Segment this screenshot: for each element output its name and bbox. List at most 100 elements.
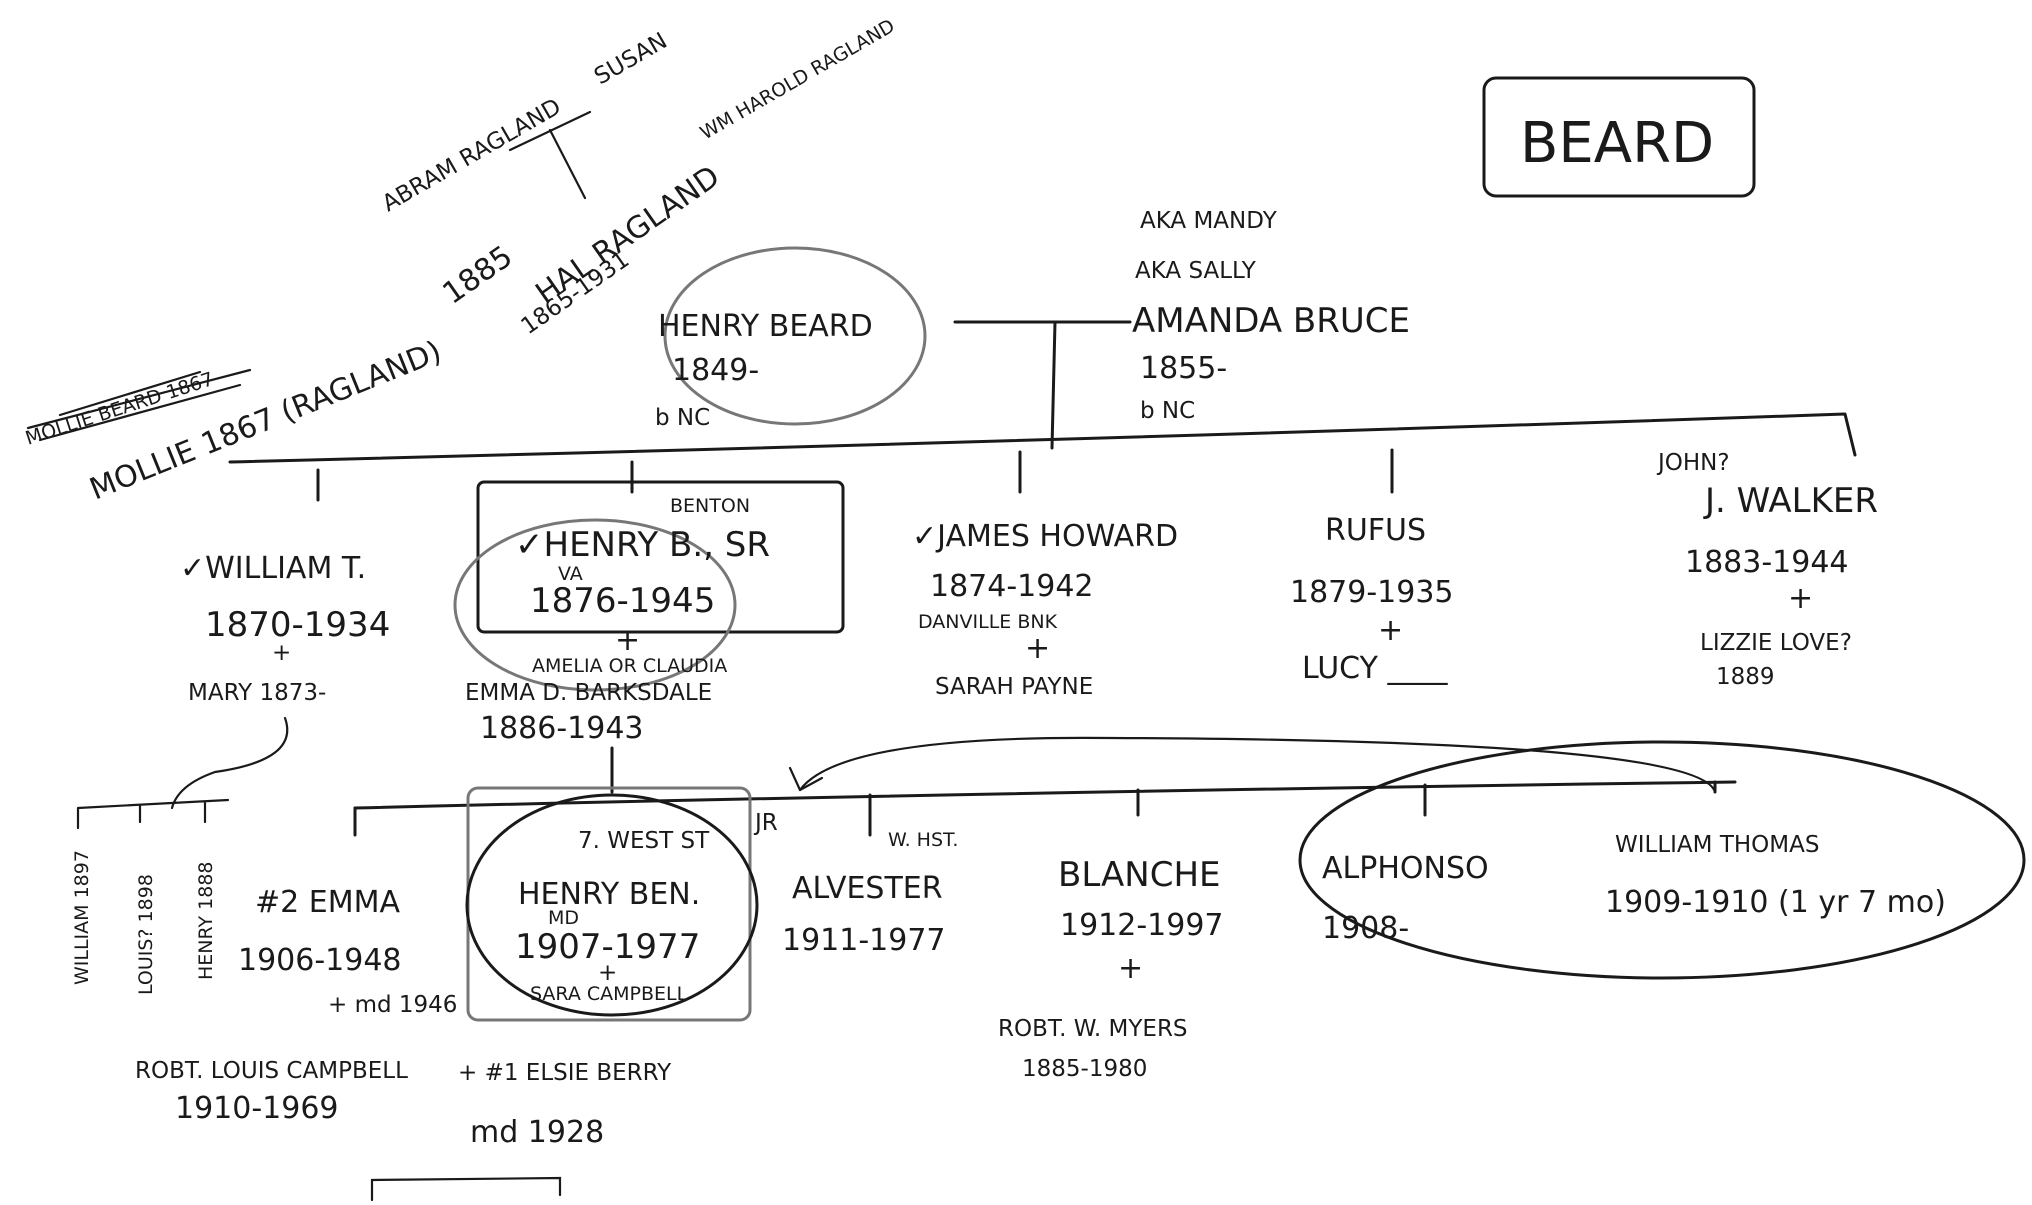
amanda-bruce-name: AMANDA BRUCE (1132, 301, 1410, 341)
amanda-bruce-birthplace: b NC (1140, 398, 1195, 424)
henry-b-sr-spouse-dates: 1886-1943 (480, 711, 644, 746)
ragland-parents-connector (508, 110, 592, 200)
rufus-name: RUFUS (1325, 513, 1426, 548)
alvester-dates: 1911-1977 (782, 923, 946, 958)
henry-ben-jr-spouse-plus: + (598, 960, 617, 986)
child-rufus: RUFUS 1879-1935 + LUCY ____ (1290, 513, 1454, 686)
henry-ben-jr-note: 7. WEST ST (578, 828, 710, 854)
henry-b-sr-spouse-plus: + (615, 623, 640, 658)
j-walker-dates: 1883-1944 (1685, 545, 1849, 580)
grandchildren-sibling-line (353, 780, 1737, 810)
grandchild-henry-ben-jr: 7. WEST ST JR HENRY BEN. MD 1907-1977 + … (370, 786, 778, 1202)
rufus-spouse-plus: + (1378, 613, 1403, 648)
child-james-howard: ✓JAMES HOWARD 1874-1942 DANVILLE BNK + S… (912, 519, 1178, 700)
henry-b-sr-spouse: EMMA D. BARKSDALE (465, 680, 712, 706)
child-william-t: ✓WILLIAM T. 1870-1934 + MARY 1873- (170, 551, 390, 810)
william-t-spouse-plus: + (272, 640, 291, 666)
amanda-aka-sally: AKA SALLY (1135, 258, 1257, 284)
child-j-walker: JOHN? J. WALKER 1883-1944 + LIZZIE LOVE?… (1656, 450, 1878, 690)
james-howard-name-check: ✓JAMES HOWARD (912, 519, 1178, 554)
surname-title-box: BEARD (1482, 76, 1756, 198)
alvester-note: W. HST. (888, 829, 958, 851)
william-t-dates: 1870-1934 (205, 605, 390, 645)
children-sibling-line (228, 412, 1857, 464)
j-walker-name: J. WALKER (1703, 481, 1878, 521)
emma-spouse-dates: 1910-1969 (175, 1091, 339, 1126)
grandchild-alvester: W. HST. ALVESTER 1911-1977 (782, 829, 958, 958)
louis-1898: LOUIS? 1898 (135, 874, 157, 995)
henry-ben-jr-descendant-line (370, 1176, 562, 1202)
mollie-ragland: MOLLIE 1867 (RAGLAND) (85, 334, 447, 507)
james-howard-note: DANVILLE BNK (918, 611, 1058, 633)
blanche-spouse-plus: + (1118, 951, 1143, 986)
william-t-children-line (76, 798, 230, 830)
william-thomas-dates: 1909-1910 (1 yr 7 mo) (1605, 885, 1946, 920)
alphonso-dates: 1908- (1322, 911, 1409, 946)
blanche-spouse-dates: 1885-1980 (1022, 1056, 1147, 1082)
grandchild-emma: #2 EMMA 1906-1948 + md 1946 ROBT. LOUIS … (135, 885, 457, 1126)
surname-title: BEARD (1520, 111, 1714, 176)
j-walker-spouse-dates: 1889 (1716, 664, 1775, 690)
henry-ben-jr-married: md 1928 (470, 1115, 604, 1150)
william-t-descendant-connector (170, 716, 289, 810)
ragland-marriage-year: 1885 (437, 239, 520, 311)
henry-b-sr-spouse-note: AMELIA OR CLAUDIA (532, 655, 727, 677)
amanda-bruce-dates: 1855- (1140, 351, 1227, 386)
henry-ben-jr-circle (465, 793, 759, 1017)
grandchildren-drop-lines (353, 780, 1717, 837)
ragland-branch: ABRAM RAGLAND SUSAN WM HAROLD RAGLAND HA… (23, 15, 899, 507)
henry-ben-jr-suffix: JR (753, 810, 778, 836)
alphonso-name: ALPHONSO (1322, 851, 1489, 886)
children-drop-lines (316, 448, 1394, 502)
henry-b-sr-circle (453, 518, 737, 692)
emma-marriage: + md 1946 (328, 992, 457, 1018)
alphonso-william-circle (1298, 740, 2026, 980)
emma-spouse: ROBT. LOUIS CAMPBELL (135, 1058, 408, 1084)
j-walker-note: JOHN? (1656, 450, 1730, 476)
henry-beard-name: HENRY BEARD (658, 309, 873, 344)
blanche-name: BLANCHE (1058, 855, 1221, 895)
henry-beard-birthplace: b NC (655, 405, 710, 431)
alvester-name: ALVESTER (792, 871, 943, 906)
henry-ben-jr-first-spouse: + #1 ELSIE BERRY (458, 1060, 672, 1086)
amanda-aka-mandy: AKA MANDY (1140, 208, 1278, 234)
susan: SUSAN (590, 28, 672, 90)
henry-b-sr-birthplace: VA (558, 563, 583, 585)
grandchild-blanche: BLANCHE 1912-1997 + ROBT. W. MYERS 1885-… (998, 855, 1224, 1082)
parent-henry-beard: HENRY BEARD 1849- b NC (655, 246, 927, 431)
james-howard-spouse: SARAH PAYNE (935, 674, 1093, 700)
william-t-children: WILLIAM 1897 LOUIS? 1898 HENRY 1888 (71, 798, 230, 995)
parent-amanda-bruce: AKA MANDY AKA SALLY AMANDA BRUCE 1855- b… (1132, 208, 1410, 424)
blanche-spouse: ROBT. W. MYERS (998, 1016, 1188, 1042)
child-henry-b-sr: BENTON ✓HENRY B., SR VA 1876-1945 + AMEL… (453, 480, 845, 794)
rufus-spouse: LUCY ____ (1302, 651, 1448, 686)
j-walker-spouse: LIZZIE LOVE? (1700, 630, 1852, 656)
henry-b-sr-dates: 1876-1945 (530, 581, 715, 621)
henry-ben-jr-name: HENRY BEN. (518, 877, 700, 912)
pointer-arrow-head (788, 766, 824, 792)
henry-ben-jr-dates: 1907-1977 (515, 927, 700, 967)
blanche-dates: 1912-1997 (1060, 908, 1224, 943)
emma-dates: 1906-1948 (238, 943, 402, 978)
william-thomas-name: WILLIAM THOMAS (1615, 832, 1819, 858)
william-1897: WILLIAM 1897 (71, 850, 93, 985)
james-howard-dates: 1874-1942 (930, 569, 1094, 604)
william-t-name-check: ✓WILLIAM T. (180, 551, 366, 586)
james-howard-spouse-plus: + (1025, 631, 1050, 666)
wm-harold-ragland: WM HAROLD RAGLAND (697, 15, 899, 144)
henry-ben-jr-state: MD (548, 907, 579, 929)
henry-ben-jr-spouse: SARA CAMPBELL (530, 983, 688, 1005)
henry-beard-dates: 1849- (672, 353, 759, 388)
abram-ragland: ABRAM RAGLAND (378, 94, 566, 217)
rufus-dates: 1879-1935 (1290, 575, 1454, 610)
scribble-strike (26, 368, 252, 442)
henry-1888: HENRY 1888 (195, 862, 217, 981)
henry-b-sr-note: BENTON (670, 495, 750, 517)
j-walker-spouse-plus: + (1788, 581, 1813, 616)
marriage-connector (953, 320, 1132, 450)
henry-beard-circle (663, 246, 927, 426)
henry-b-sr-name-check: ✓HENRY B., SR (515, 525, 770, 565)
william-t-spouse: MARY 1873- (188, 680, 326, 706)
emma-name: #2 EMMA (255, 885, 400, 920)
